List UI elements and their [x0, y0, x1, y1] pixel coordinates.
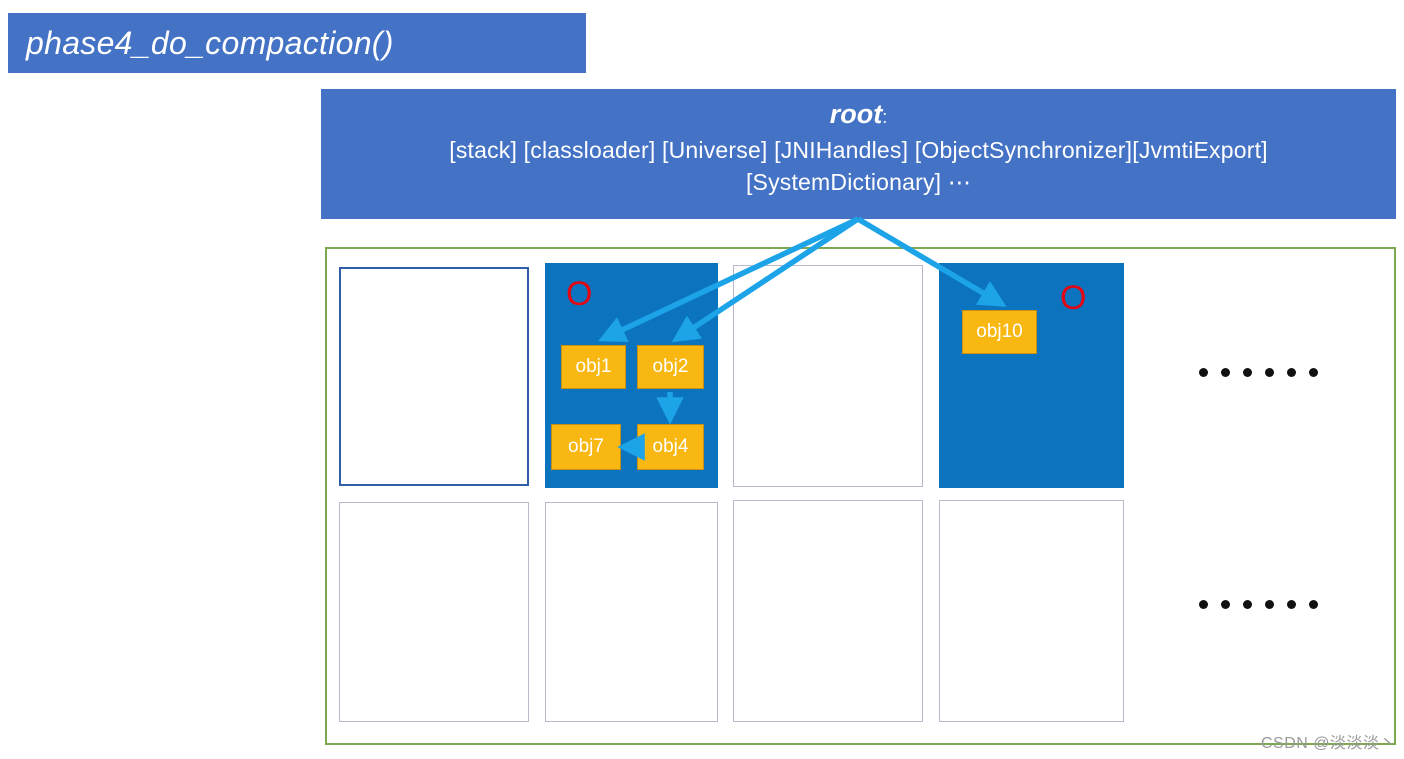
heap-region-r1c4 [939, 263, 1124, 488]
csdn-watermark: CSDN @淡淡淡丶 [1260, 735, 1396, 752]
row-1-continuation-dots [1199, 368, 1318, 377]
root-heading-colon: : [882, 107, 888, 127]
heap-region-r2c1 [339, 502, 529, 722]
object-node-obj2: obj2 [637, 345, 704, 389]
continuation-dot [1221, 600, 1230, 609]
object-node-obj7: obj7 [551, 424, 621, 470]
root-sources-line-2: [SystemDictionary] ⋯ [745, 169, 972, 195]
continuation-dot [1221, 368, 1230, 377]
heap-region-r1c1 [339, 267, 529, 486]
continuation-dot [1265, 368, 1274, 377]
continuation-dot [1265, 600, 1274, 609]
root-sources-line-1: [stack] [classloader] [Universe] [JNIHan… [449, 137, 1268, 163]
heap-region-r1c3 [733, 265, 923, 487]
root-heading: root: [321, 97, 1396, 134]
continuation-dot [1199, 600, 1208, 609]
region-marker-o-r1c4: O [1060, 279, 1087, 317]
continuation-dot [1243, 368, 1252, 377]
continuation-dot [1309, 368, 1318, 377]
root-heading-text: root [829, 99, 883, 129]
object-node-obj1: obj1 [561, 345, 626, 389]
gc-root-box: root: [stack] [classloader] [Universe] [… [321, 89, 1396, 219]
continuation-dot [1199, 368, 1208, 377]
page-title: phase4_do_compaction() [26, 24, 394, 61]
region-marker-o-r1c2: O [566, 275, 593, 313]
continuation-dot [1309, 600, 1318, 609]
heap-region-r2c4 [939, 500, 1124, 722]
continuation-dot [1287, 368, 1296, 377]
continuation-dot [1243, 600, 1252, 609]
slide-title-banner: phase4_do_compaction() [8, 13, 586, 73]
object-node-obj10: obj10 [962, 310, 1037, 354]
heap-region-r2c2 [545, 502, 718, 722]
row-2-continuation-dots [1199, 600, 1318, 609]
heap-region-r2c3 [733, 500, 923, 722]
continuation-dot [1287, 600, 1296, 609]
object-node-obj4: obj4 [637, 424, 704, 470]
